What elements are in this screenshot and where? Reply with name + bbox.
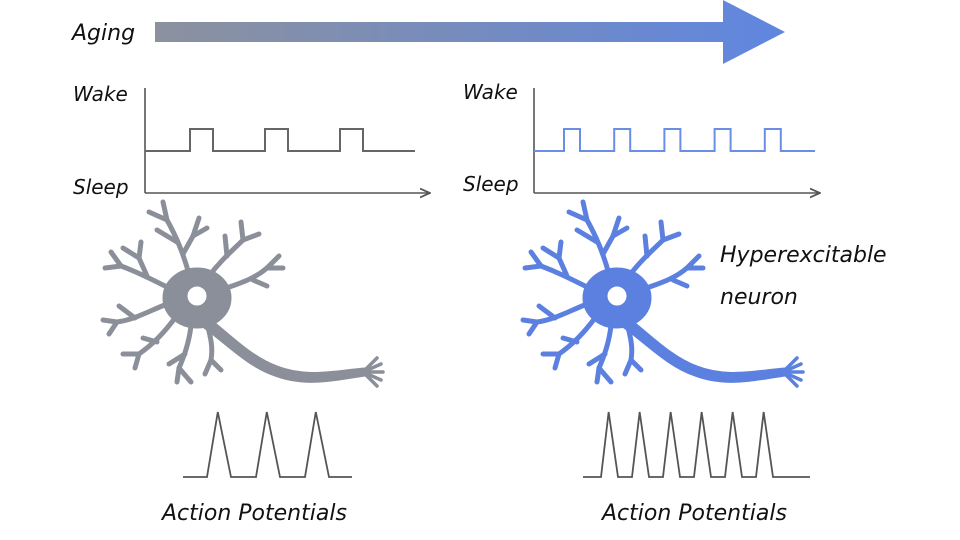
- right-wake-label: Wake: [463, 80, 518, 104]
- right-sleep-label: Sleep: [463, 172, 519, 196]
- left-action-potentials-caption: Action Potentials: [160, 501, 347, 526]
- aging-label: Aging: [70, 21, 135, 46]
- aging-arrow-icon: [155, 0, 785, 64]
- hyperexcitable-label: Hyperexcitable: [720, 243, 887, 268]
- right-action-potential-trace-icon: [583, 411, 810, 478]
- left-sleep-wake-chart: Wake Sleep: [73, 82, 430, 199]
- left-sleep-wake-trace-icon: [145, 128, 415, 152]
- left-wake-label: Wake: [73, 82, 128, 106]
- right-action-potentials-caption: Action Potentials: [600, 501, 787, 526]
- left-sleep-label: Sleep: [73, 175, 129, 199]
- right-sleep-wake-chart: Wake Sleep: [463, 80, 820, 196]
- young-neuron-icon: [103, 202, 383, 386]
- left-action-potential-trace-icon: [183, 411, 352, 478]
- neuron-label: neuron: [720, 285, 798, 310]
- right-sleep-wake-trace-icon: [534, 128, 815, 152]
